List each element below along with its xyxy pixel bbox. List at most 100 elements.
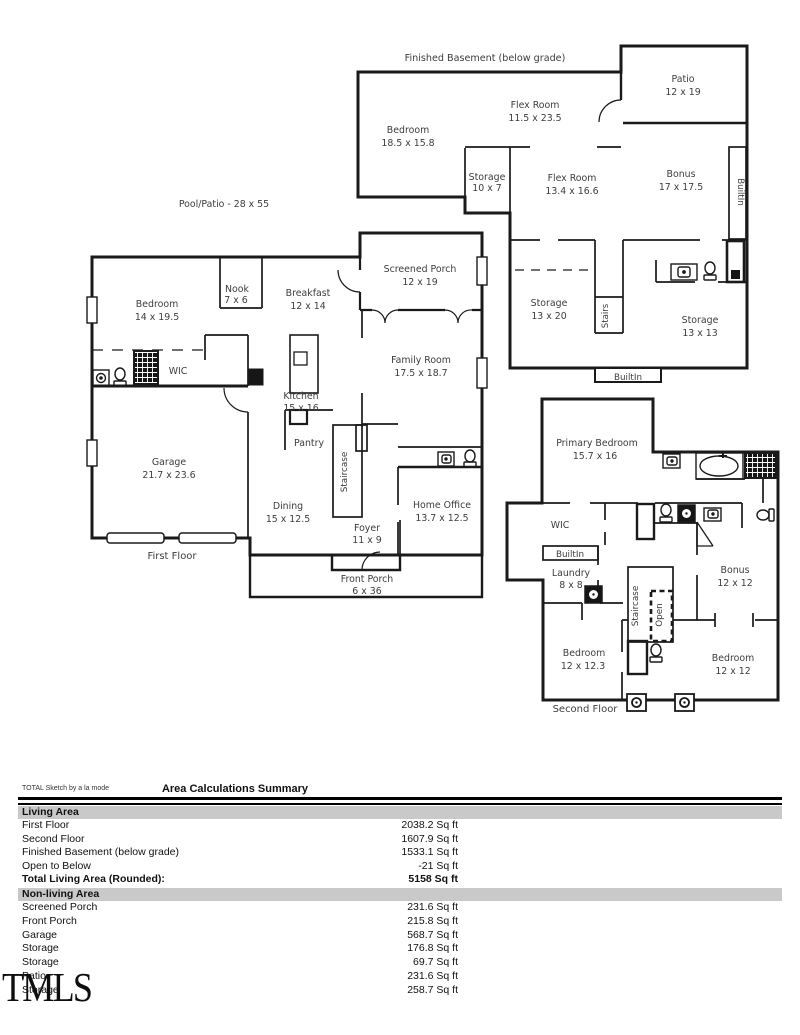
porch-door-arcs [337,269,473,324]
row-label: Open to Below [22,859,91,872]
row-value: 568.7 Sq ft [407,928,458,941]
second-floor-exterior-walls [505,397,780,702]
row-value: 176.8 Sq ft [407,942,458,955]
table-row: Storage 176.8 Sq ft [18,942,782,956]
table-row: Garage 568.7 Sq ft [18,929,782,943]
open-to-below-outline [649,589,674,643]
table-row: Finished Basement (below grade) 1533.1 S… [18,846,782,860]
basement-patio-door-arc [598,99,622,123]
room-dims: 12 x 19 [402,277,437,288]
room-label: Bedroom [136,299,178,310]
bathtub-icon [695,452,744,480]
room-label: Storage [682,315,719,326]
row-value: 1533.1 Sq ft [401,846,458,859]
room-dims: 7 x 6 [224,295,247,306]
room-label: Flex Room [511,100,560,111]
room-dims: 11.5 x 23.5 [508,113,561,124]
room-label: Bedroom [712,653,754,664]
room-dims: 14 x 19.5 [135,312,179,323]
summary-title: Area Calculations Summary [161,783,309,795]
row-label: First Floor [22,819,70,831]
room-label: Front Porch [341,574,394,585]
row-label: Storage [22,942,59,955]
room-dims: 11 x 9 [352,535,381,546]
pool-patio-label: Pool/Patio - 28 x 55 [179,199,269,210]
room-dims: 12 x 12 [715,666,750,677]
room-dims: 18.5 x 15.8 [381,138,434,149]
room-label: Bedroom [563,648,605,659]
row-label: Screened Porch [22,900,98,913]
room-label: Garage [152,457,187,468]
room-dims: 10 x 7 [472,183,501,194]
kitchen-counter-appliance [288,408,309,426]
toilet-icon [703,261,717,281]
row-label: Second Floor [22,832,85,845]
table-row: Screened Porch 231.6 Sq ft [18,901,782,915]
room-label-vertical: Open [655,603,665,627]
toilet-icon [659,503,673,523]
toilet-icon [113,367,127,387]
row-label: Front Porch [22,914,77,927]
sink-icon [626,693,647,712]
room-label: Nook [225,284,249,295]
tmls-watermark: TMLS [2,964,93,1010]
room-label: BuiltIn [556,550,584,560]
window-icon [86,256,488,467]
room-label-vertical: BuiltIn [735,178,745,205]
room-label: Laundry [552,568,591,579]
summary-header: TOTAL Sketch by a la mode Area Calculati… [18,782,782,797]
room-label: WIC [551,520,570,531]
room-label: BuiltIn [614,373,642,383]
room-dims: 17.5 x 18.7 [394,368,447,379]
room-label-vertical: Stairs [601,303,611,328]
room-label: Family Room [391,355,451,366]
row-label: Storage [22,983,59,996]
row-value: 1607.9 Sq ft [401,832,458,845]
row-value: 231.6 Sq ft [407,969,458,982]
room-dims: 6 x 36 [352,586,381,597]
room-dims: 13.7 x 12.5 [415,513,468,524]
nonliving-area-band: Non-living Area [18,887,782,901]
closet-cabinet [626,639,649,676]
room-label: Bonus [667,169,696,180]
room-label: Foyer [354,523,380,534]
row-value: 258.7 Sq ft [407,983,458,996]
builtin-cabinet [542,545,599,561]
row-label: Garage [22,928,58,941]
floor-title: Second Floor [553,704,619,715]
kitchen-island [289,334,319,394]
floorplan-drawing: Finished Basement (below grade) Patio 12… [86,44,780,715]
row-label: Finished Basement (below grade) [22,846,179,859]
room-dims: 17 x 17.5 [659,182,703,193]
nonliving-rows: Screened Porch 231.6 Sq ft Front Porch 2… [18,901,782,998]
room-label: WIC [169,366,188,377]
room-label: Flex Room [548,173,597,184]
basement-exterior-walls [356,44,749,370]
second-floor-labels: Primary Bedroom 15.7 x 16 WIC BuiltIn La… [551,438,755,715]
room-label-vertical: Staircase [631,586,641,627]
room-label: Primary Bedroom [556,438,638,449]
staircase-landing [355,424,368,452]
first-floor-interior-walls [204,257,482,555]
row-value: -21 Sq ft [418,859,458,872]
room-label: Breakfast [286,288,331,299]
room-dims: 8 x 8 [559,580,582,591]
table-row: Front Porch 215.8 Sq ft [18,915,782,929]
first-floor-plan [86,231,488,599]
front-porch-walls [248,555,484,599]
floor-title: First Floor [147,551,197,562]
shower-icon [133,350,159,385]
garage-door-arc [223,387,249,413]
table-row: Second Floor 1607.9 Sq ft [18,833,782,847]
room-dims: 13 x 20 [531,311,566,322]
front-door-arc [361,551,381,571]
sink-icon [437,451,455,467]
row-label: Total Living Area (Rounded): [22,873,165,886]
room-label: Dining [273,501,303,512]
sink-icon [670,263,698,281]
row-label: Storage [22,956,59,969]
room-label: Bonus [721,565,750,576]
sink-icon [703,507,722,522]
stove-icon [248,368,264,386]
